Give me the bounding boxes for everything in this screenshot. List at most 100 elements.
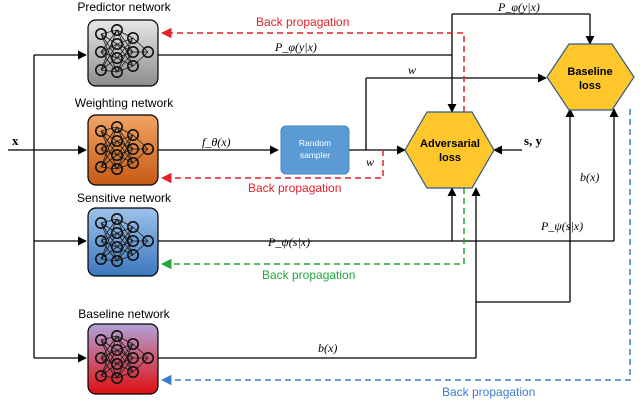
p-psi-right-label: P_ψ(s|x) xyxy=(540,219,583,233)
neuron-link xyxy=(100,335,118,377)
neuron-node xyxy=(141,351,154,364)
neuron-node xyxy=(95,234,107,247)
neuron-link xyxy=(100,69,118,73)
neuron-link xyxy=(100,33,118,73)
neuron-link xyxy=(132,37,149,53)
neuron-node xyxy=(95,217,107,229)
neuron-link xyxy=(116,357,134,379)
neuron-link xyxy=(116,65,134,73)
neuron-link xyxy=(100,154,118,168)
p-phi-top-label: P_φ(y|x) xyxy=(497,0,540,14)
neuron-node xyxy=(110,254,123,267)
neuron-node xyxy=(126,351,139,364)
sensitive-network-label: Sensitive network xyxy=(77,191,172,205)
neuron-link xyxy=(100,148,118,156)
random-sampler: Random sampler xyxy=(280,125,350,175)
neuron-link xyxy=(132,134,149,150)
neuron-node xyxy=(110,343,123,356)
b-bottom-label: b(x) xyxy=(318,341,337,355)
neuron-node xyxy=(110,134,123,147)
neural-net-icon xyxy=(95,121,154,175)
neuron-node xyxy=(126,32,139,44)
neuron-node xyxy=(126,365,139,378)
neuron-node xyxy=(110,51,123,64)
neuron-link xyxy=(100,335,118,341)
p-phi-label: P_φ(y|x) xyxy=(274,40,317,54)
neuron-link xyxy=(116,226,134,248)
neuron-node xyxy=(95,334,107,346)
neuron-link xyxy=(100,246,118,260)
neuron-link xyxy=(132,226,149,242)
neuron-link xyxy=(100,218,118,224)
neural-net-icon xyxy=(95,330,154,384)
neuron-link xyxy=(116,254,134,262)
neuron-node xyxy=(110,213,123,225)
neuron-node xyxy=(95,142,107,155)
baseline-loss-label-2: loss xyxy=(579,80,601,92)
neuron-node xyxy=(110,240,123,253)
neuron-node xyxy=(110,330,123,342)
neuron-node xyxy=(110,226,123,239)
neuron-link xyxy=(116,51,134,73)
backprop-green-path xyxy=(160,188,465,270)
neuron-node xyxy=(126,248,139,261)
neuron-link xyxy=(116,134,134,142)
weighting-network-label: Weighting network xyxy=(75,96,174,110)
neuron-node xyxy=(95,63,107,76)
neuron-link xyxy=(116,148,134,170)
neuron-link xyxy=(116,162,134,170)
neuron-link xyxy=(100,349,118,359)
neuron-link xyxy=(116,343,134,379)
neuron-link xyxy=(116,29,134,39)
adversarial-loss: Adversarial loss xyxy=(404,111,495,189)
neuron-link xyxy=(100,51,118,59)
neuron-node xyxy=(110,162,123,175)
neuron-link xyxy=(100,357,118,379)
neuron-node xyxy=(126,338,139,350)
neural-net-icon xyxy=(95,24,154,78)
baseline-network-label: Baseline network xyxy=(78,307,170,321)
neural-net-icon xyxy=(95,213,154,267)
neuron-link xyxy=(100,148,118,170)
connections xyxy=(8,13,619,363)
neuron-node xyxy=(110,371,123,384)
predictor-network-label: Predictor network xyxy=(77,0,171,14)
neuron-node xyxy=(141,142,154,155)
neuron-node xyxy=(95,160,107,173)
baseline-loss: Baseline loss xyxy=(546,43,635,111)
neuron-link xyxy=(116,37,134,45)
neuron-link xyxy=(100,33,118,45)
neuron-link xyxy=(100,363,118,377)
neuron-node xyxy=(126,234,139,247)
neuron-link xyxy=(116,343,134,351)
sensitive-network xyxy=(87,207,159,277)
neuron-link xyxy=(100,57,118,71)
neuron-link xyxy=(132,51,149,67)
neuron-node xyxy=(126,156,139,169)
backprop-red-mid-path xyxy=(160,150,384,184)
neuron-node xyxy=(95,125,107,137)
neuron-link xyxy=(100,126,118,132)
neuron-link xyxy=(100,51,118,73)
neuron-node xyxy=(110,24,123,36)
predictor-network xyxy=(87,19,159,87)
neuron-link xyxy=(100,130,118,142)
targets-label: s, y xyxy=(524,133,543,148)
neuron-link xyxy=(100,130,118,170)
baseline-network xyxy=(87,323,159,395)
neuron-link xyxy=(100,140,118,150)
adversarial-loss-label-2: loss xyxy=(439,152,461,164)
neuron-link xyxy=(116,371,134,379)
neuron-node xyxy=(141,234,154,247)
neuron-link xyxy=(132,240,149,256)
neuron-link xyxy=(116,218,134,228)
f-theta-label: f_θ(x) xyxy=(202,135,231,149)
neuron-node xyxy=(126,45,139,58)
backprop-label-mid: Back propagation xyxy=(248,181,341,195)
adversarial-loss-hexagon xyxy=(404,111,495,189)
input-label: x xyxy=(12,133,19,148)
neuron-link xyxy=(100,43,118,53)
neuron-link xyxy=(116,335,134,345)
neuron-link xyxy=(100,222,118,234)
